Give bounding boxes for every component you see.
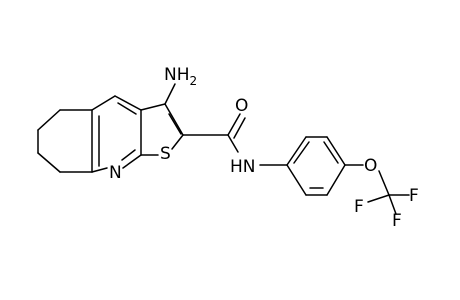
bond-cf-left xyxy=(367,194,390,203)
bond-ph1 xyxy=(286,136,307,166)
carbonyl-oxygen-label: O xyxy=(235,96,248,116)
bond-carbonyl-double xyxy=(233,117,246,139)
fluorine-top-label: F xyxy=(409,186,419,206)
bond-amide-n xyxy=(227,134,239,153)
bond-py6 xyxy=(91,167,108,173)
bond-cy4 xyxy=(37,152,61,173)
amide-nh-label: HN xyxy=(230,157,256,177)
bond-py3-inner xyxy=(117,102,137,115)
bond-ph1-inner xyxy=(293,141,310,164)
bond-layer xyxy=(37,83,410,215)
bond-cy2 xyxy=(37,109,61,131)
amine-label-subscript: 2 xyxy=(190,74,198,88)
thiophene-sulfur-label: S xyxy=(160,144,171,164)
fluorine-bottom-label: F xyxy=(392,211,402,231)
bond-th3 xyxy=(171,134,184,150)
bond-py3 xyxy=(114,95,142,111)
bond-th1 xyxy=(140,103,166,111)
bond-py5-inner xyxy=(121,149,136,161)
amine-nh2-label: NH2 xyxy=(164,65,197,88)
bond-ph6 xyxy=(286,164,307,196)
ether-oxygen-label: O xyxy=(364,156,377,176)
atom-label-layer: NH2 O N S HN O F F F xyxy=(109,65,419,231)
bond-ph3 xyxy=(326,136,346,166)
fluorine-left-label: F xyxy=(354,197,364,217)
bond-py2 xyxy=(91,95,116,111)
bond-th2-inner xyxy=(168,113,182,135)
bond-carbonyl xyxy=(227,113,241,136)
bond-cf-bottom xyxy=(388,194,397,215)
bond-amine xyxy=(164,83,176,105)
bond-o-cf3 xyxy=(378,170,390,196)
bond-ph4 xyxy=(326,164,346,196)
ring-nitrogen-label: N xyxy=(109,163,122,183)
bond-th2 xyxy=(164,103,184,136)
bond-py5 xyxy=(122,154,142,169)
amine-label-main: NH xyxy=(164,65,190,85)
bond-ph3-inner xyxy=(323,141,339,164)
